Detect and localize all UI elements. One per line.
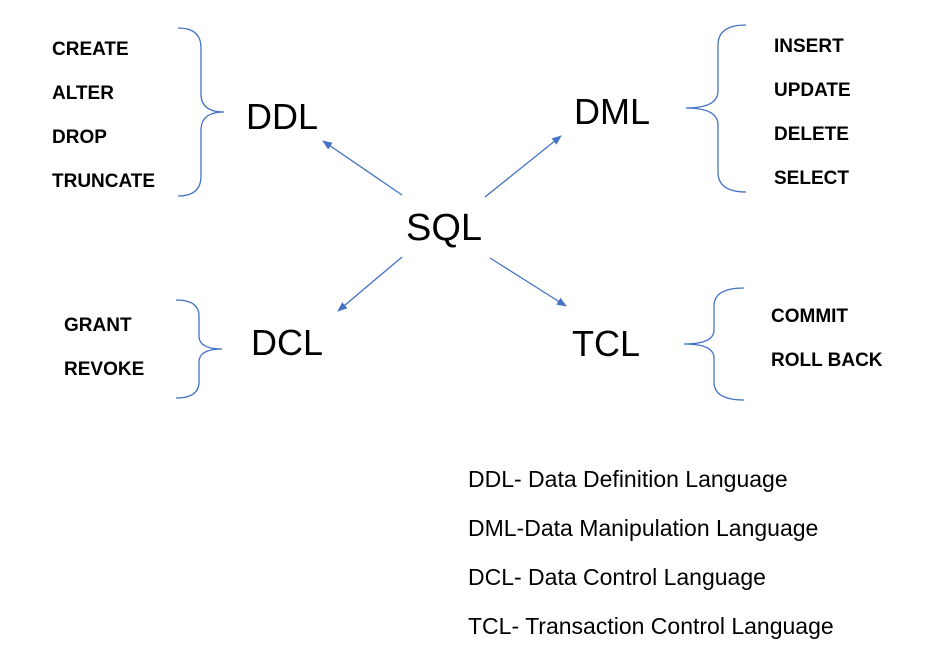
legend-tcl: TCL- Transaction Control Language bbox=[468, 613, 834, 639]
tcl-command-commit: COMMIT bbox=[771, 306, 849, 327]
dml-command-delete: DELETE bbox=[774, 124, 849, 145]
ddl-command-drop: DROP bbox=[52, 127, 107, 148]
legend-ddl: DDL- Data Definition Language bbox=[468, 466, 788, 492]
dml-node: DML bbox=[574, 91, 651, 132]
arrow-sql-to-tcl bbox=[489, 257, 567, 307]
ddl-command-alter: ALTER bbox=[52, 83, 114, 104]
tcl-node: TCL bbox=[572, 323, 641, 364]
tcl-command-rollback: ROLL BACK bbox=[771, 350, 883, 371]
ddl-command-create: CREATE bbox=[52, 39, 129, 60]
arrow-sql-to-dml bbox=[484, 135, 562, 198]
dml-command-update: UPDATE bbox=[774, 80, 851, 101]
dml-brace bbox=[685, 24, 747, 193]
legend-dcl: DCL- Data Control Language bbox=[468, 564, 766, 590]
ddl-brace bbox=[177, 27, 225, 197]
sql-node: SQL bbox=[406, 207, 483, 249]
dcl-brace bbox=[175, 299, 223, 399]
dml-command-select: SELECT bbox=[774, 168, 849, 189]
ddl-command-truncate: TRUNCATE bbox=[52, 171, 156, 192]
legend-dml: DML-Data Manipulation Language bbox=[468, 515, 819, 541]
arrow-sql-to-ddl bbox=[322, 140, 403, 196]
tcl-brace bbox=[683, 287, 745, 401]
arrow-sql-to-dcl bbox=[337, 256, 403, 312]
dcl-node: DCL bbox=[251, 322, 324, 363]
dml-command-insert: INSERT bbox=[774, 36, 844, 57]
ddl-node: DDL bbox=[246, 96, 319, 137]
dcl-command-revoke: REVOKE bbox=[64, 359, 145, 380]
dcl-command-grant: GRANT bbox=[64, 315, 132, 336]
